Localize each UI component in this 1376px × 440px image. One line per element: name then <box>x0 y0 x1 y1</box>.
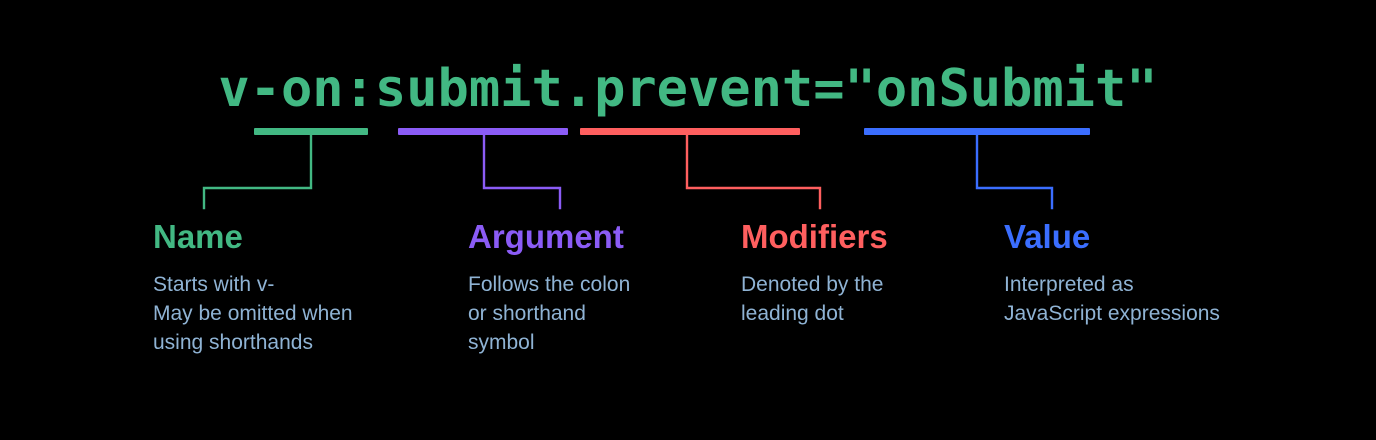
annotation-description-line: Follows the colon <box>468 273 631 296</box>
annotation-description-line: or shorthand <box>468 302 586 325</box>
annotation-description-line: Interpreted as <box>1004 273 1134 296</box>
annotation-description-name: Starts with v- May be omitted when using s… <box>153 270 353 357</box>
underline-bar-modifiers <box>580 128 800 135</box>
annotation-description-line: symbol <box>468 331 535 354</box>
annotation-description-argument: Follows the colon or shorthand symbol <box>468 270 630 357</box>
annotation-description-line: Starts with v- <box>153 273 275 296</box>
underline-bar-argument <box>398 128 568 135</box>
underline-bar-value <box>864 128 1090 135</box>
connector-line-name <box>202 135 313 210</box>
annotation-title-name: Name <box>153 218 243 255</box>
annotation-title-modifiers: Modifiers <box>741 218 888 255</box>
connector-line-value <box>975 135 1054 210</box>
annotation-description-modifiers: Denoted by the leading dot <box>741 270 888 328</box>
annotation-description-line: using shorthands <box>153 331 313 354</box>
annotation-description-line: leading dot <box>741 302 844 325</box>
annotation-description-value: Interpreted as JavaScript expressions <box>1004 270 1220 328</box>
annotation-description-line: JavaScript expressions <box>1004 302 1220 325</box>
underline-bar-name <box>254 128 368 135</box>
annotation-description-line: May be omitted when <box>153 302 353 325</box>
connector-line-argument <box>482 135 562 210</box>
connector-line-modifiers <box>685 135 822 210</box>
annotation-description-line: Denoted by the <box>741 273 884 296</box>
annotation-title-value: Value <box>1004 218 1091 255</box>
code-expression: v-on:submit.prevent="onSubmit" <box>218 59 1158 119</box>
annotation-title-argument: Argument <box>468 218 624 255</box>
